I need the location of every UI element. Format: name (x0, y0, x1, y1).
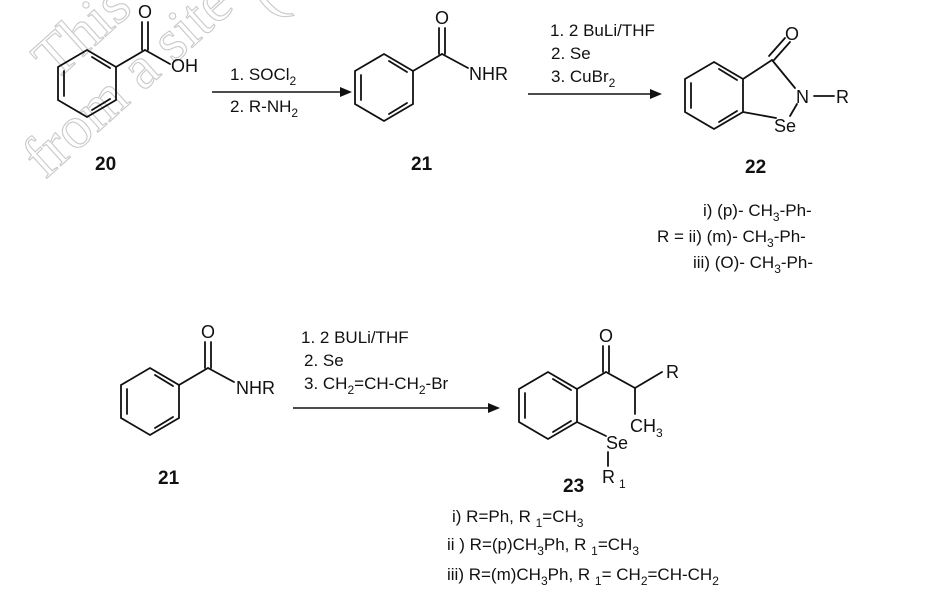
selenium-label: Se (774, 116, 796, 136)
reagent-cubr2: 3. CuBr2 (551, 67, 616, 90)
compound-number-23: 23 (563, 476, 584, 497)
benzene-ring (120, 366, 180, 437)
reagent-se: 2. Se (551, 44, 591, 63)
amide-nhr-label: NHR (469, 64, 508, 84)
compound-number-21-top: 21 (411, 154, 433, 175)
compound-20: O OH 20 (57, 2, 198, 175)
selenium-label: Se (606, 433, 628, 453)
carbonyl-oxygen-label: O (201, 322, 215, 342)
benzene-ring (518, 370, 578, 441)
reagent-se-2: 2. Se (304, 351, 344, 370)
reaction-arrow-3: 1. 2 BULi/THF 2. Se 3. CH2=CH-CH2-Br (293, 328, 500, 413)
reagent-rnh2: 2. R-NH2 (230, 97, 298, 120)
substituent-list-23: i) R=Ph, R 1=CH3 ii ) R=(p)CH3Ph, R 1=CH… (447, 507, 719, 588)
amide-nhr-label: NHR (236, 378, 275, 398)
substituent-22-iii: iii) (O)- CH3-Ph- (693, 253, 813, 276)
benzene-ring (684, 60, 744, 131)
substituent-23-ii: ii ) R=(p)CH3Ph, R 1=CH3 (447, 535, 639, 558)
compound-22: O N R Se 22 (684, 24, 849, 178)
reagent-allyl-bromide: 3. CH2=CH-CH2-Br (304, 374, 449, 397)
carbonyl-oxygen-label: O (435, 8, 449, 28)
substituent-22-ii: R = ii) (m)- CH3-Ph- (657, 227, 806, 250)
substituent-23-iii: iii) R=(m)CH3Ph, R 1= CH2=CH-CH2 (447, 565, 719, 588)
substituent-22-i: i) (p)- CH3-Ph- (703, 201, 812, 224)
benzene-ring (354, 52, 414, 123)
hydroxyl-label: OH (171, 56, 198, 76)
substituent-23-i: i) R=Ph, R 1=CH3 (452, 507, 584, 530)
reagent-socl2: 1. SOCl2 (230, 65, 297, 88)
reagent-buli-2: 1. 2 BULi/THF (301, 328, 409, 347)
compound-21-top: O NHR 21 (354, 8, 508, 175)
compound-number-22: 22 (745, 157, 766, 178)
r-substituent-label: R (666, 362, 679, 382)
carbonyl-oxygen-label: O (599, 326, 613, 346)
watermark-line3: (w (237, 0, 329, 28)
carbonyl-oxygen-label: O (785, 24, 799, 44)
n-substituent-label: R (836, 87, 849, 107)
carbonyl-oxygen-label: O (138, 2, 152, 22)
compound-21-bottom: O NHR 21 (120, 322, 275, 489)
nitrogen-label: N (796, 87, 809, 107)
bond-ring-carbonyl (115, 49, 146, 68)
methyl-label: CH3 (630, 416, 663, 440)
reaction-arrow-2: 1. 2 BuLi/THF 2. Se 3. CuBr2 (528, 21, 662, 99)
substituent-list-22: i) (p)- CH3-Ph- R = ii) (m)- CH3-Ph- iii… (657, 201, 813, 276)
reaction-arrow-1: 1. SOCl2 2. R-NH2 (212, 65, 352, 120)
compound-number-20: 20 (95, 154, 116, 175)
compound-number-21-bottom: 21 (158, 468, 180, 489)
reagent-buli: 1. 2 BuLi/THF (550, 21, 655, 40)
